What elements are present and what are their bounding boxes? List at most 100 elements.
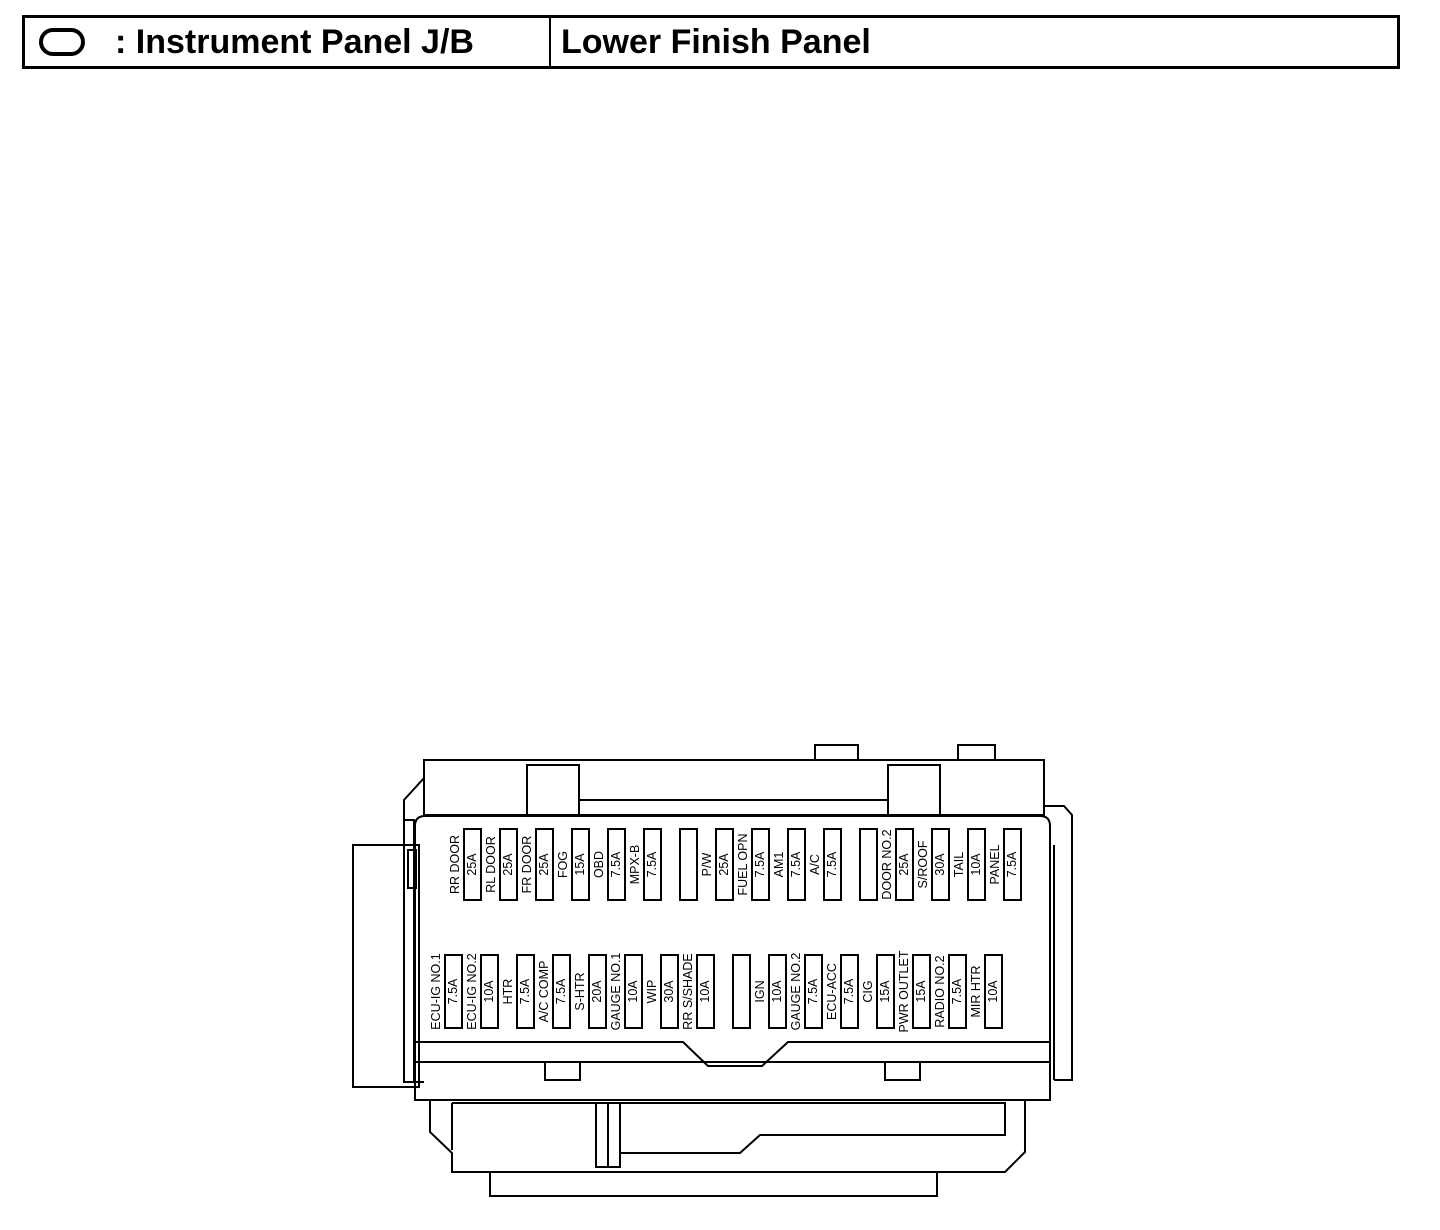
fuse-rating: 7.5A (806, 978, 820, 1004)
fuse-slot (516, 954, 535, 1029)
fuse-name: TAIL (952, 852, 966, 878)
fuse-slot (931, 828, 950, 901)
fuse-name: ECU-IG NO.1 (429, 953, 443, 1029)
fuse-rating: 7.5A (446, 978, 460, 1004)
location-label: Lower Finish Panel (561, 22, 871, 61)
fuse-name: FOG (556, 851, 570, 878)
fuse-slot (679, 828, 698, 901)
fuse-rating: 7.5A (825, 851, 839, 877)
fuse-slot (607, 828, 626, 901)
fuse-slot (588, 954, 607, 1029)
fuse-name: WIP (645, 980, 659, 1004)
fuse-rating: 30A (662, 980, 676, 1003)
fuse-slot (948, 954, 967, 1029)
fuse-name: ECU-IG NO.2 (465, 953, 479, 1029)
fuse-slot (787, 828, 806, 901)
fuse-name: MIR HTR (969, 965, 983, 1017)
fuse-slot (571, 828, 590, 901)
fuse-name: AM1 (772, 852, 786, 878)
fuse-rating: 10A (969, 853, 983, 876)
fuse-rating: 25A (501, 853, 515, 876)
fuse-slot (859, 828, 878, 901)
fuse-name: FR DOOR (520, 836, 534, 894)
fuse-rating: 20A (590, 980, 604, 1003)
fuse-name: CIG (861, 980, 875, 1002)
fuse-rating: 7.5A (753, 851, 767, 877)
title-cell: : Instrument Panel J/B (25, 18, 551, 66)
fuse-slot (967, 828, 986, 901)
fuse-name: GAUGE NO.2 (789, 953, 803, 1031)
fuse-name: OBD (592, 851, 606, 878)
fuse-name: MPX-B (628, 845, 642, 885)
fuse-name: ECU-ACC (825, 963, 839, 1020)
fuse-rating: 15A (878, 980, 892, 1003)
fuse-rating: 7.5A (609, 851, 623, 877)
fuse-name: RR DOOR (448, 835, 462, 894)
fuse-rating: 25A (537, 853, 551, 876)
fuse-slot (499, 828, 518, 901)
fuse-slot (804, 954, 823, 1029)
fuse-rating: 25A (897, 853, 911, 876)
fuse-name: RR S/SHADE (681, 953, 695, 1029)
fuse-name: IGN (753, 980, 767, 1002)
fuse-slot (643, 828, 662, 901)
fuse-rating: 30A (933, 853, 947, 876)
fuse-slot (715, 828, 734, 901)
title-bar: : Instrument Panel J/B Lower Finish Pane… (22, 15, 1400, 69)
junction-block-title: : Instrument Panel J/B (115, 22, 474, 61)
fuse-name: S/ROOF (916, 840, 930, 888)
fuse-slot (984, 954, 1003, 1029)
fuse-rating: 7.5A (950, 978, 964, 1004)
fuse-slot (823, 828, 842, 901)
fuse-rating: 7.5A (645, 851, 659, 877)
fuse-slot (463, 828, 482, 901)
fuse-name: HTR (501, 979, 515, 1005)
fuse-slot (480, 954, 499, 1029)
fuse-rating: 25A (465, 853, 479, 876)
oval-outline-icon (39, 28, 85, 56)
fuse-name: A/C COMP (537, 961, 551, 1023)
top-fuse-7 (679, 828, 698, 901)
fuse-rating: 7.5A (789, 851, 803, 877)
fuse-rating: 7.5A (554, 978, 568, 1004)
bottom-fuse-4: 7.5AA/C COMP (537, 954, 571, 1029)
fuse-slot (1003, 828, 1022, 901)
fuse-rating: 10A (770, 980, 784, 1003)
fuse-rating: 10A (698, 980, 712, 1003)
fuse-rating: 15A (573, 853, 587, 876)
fuse-name: PWR OUTLET (897, 950, 911, 1032)
fuse-name: DOOR NO.2 (880, 829, 894, 899)
fuse-name: P/W (700, 852, 714, 876)
fuse-slot (696, 954, 715, 1029)
fuse-slot (768, 954, 787, 1029)
fuse-slot (876, 954, 895, 1029)
fuse-rating: 10A (482, 980, 496, 1003)
fuse-slot (895, 828, 914, 901)
location-cell: Lower Finish Panel (551, 18, 1397, 66)
